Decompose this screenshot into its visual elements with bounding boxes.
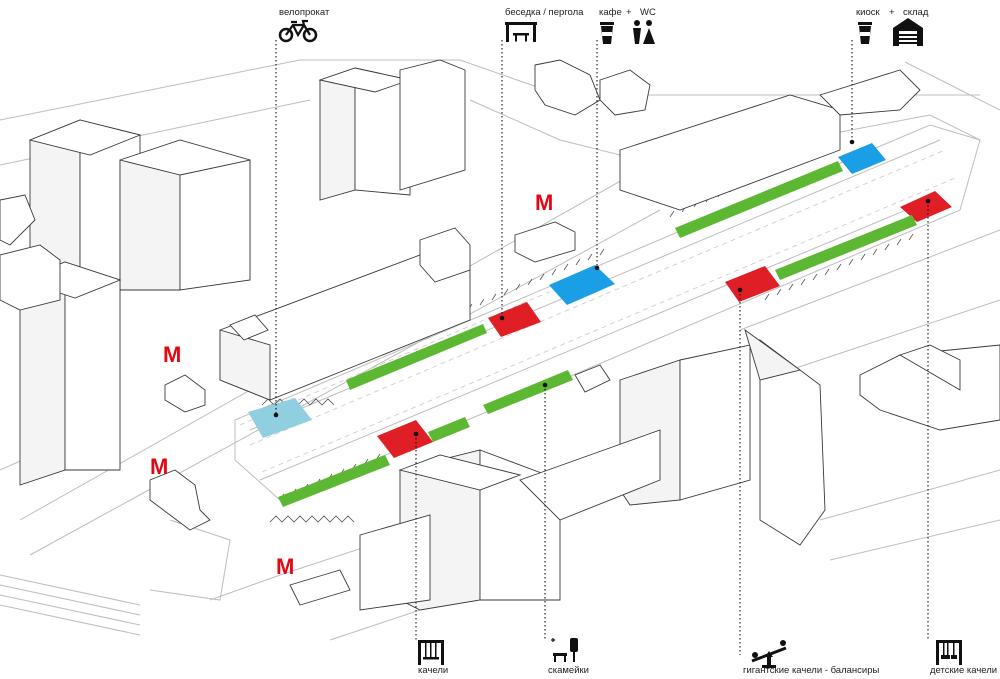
bottom-legend: качели скамейки гигантские качели - бала… bbox=[418, 638, 997, 676]
program-zones bbox=[248, 143, 952, 507]
swing-icon bbox=[418, 640, 444, 665]
cafe-pad bbox=[549, 265, 615, 305]
storage-label: склад bbox=[903, 7, 929, 18]
bench-icon bbox=[551, 638, 578, 662]
kids-swing-icon bbox=[936, 640, 962, 665]
bench-strip bbox=[775, 215, 917, 280]
swing-pad bbox=[377, 420, 433, 458]
toilet-icon bbox=[633, 20, 655, 44]
bench-strip bbox=[428, 417, 470, 442]
swing-pad bbox=[488, 302, 541, 337]
buildings bbox=[0, 59, 1000, 611]
pavilion-label: беседка / пергола bbox=[505, 7, 584, 18]
benches-label: скамейки bbox=[548, 665, 589, 676]
pavilion-icon bbox=[505, 22, 537, 42]
plus-sign: + bbox=[889, 7, 895, 18]
wc-label: WC bbox=[640, 7, 656, 18]
top-legend: велопрокат беседка / пергола кафе + WC bbox=[278, 7, 929, 46]
bike-rental-label: велопрокат bbox=[279, 7, 330, 18]
bench-strip bbox=[675, 161, 843, 238]
kiosk-pad bbox=[838, 143, 886, 174]
bench-strip bbox=[278, 455, 390, 507]
bicycle-icon bbox=[278, 19, 318, 43]
cafe-label: кафе bbox=[599, 7, 622, 18]
kiosk-cup-icon bbox=[858, 22, 872, 44]
metro-icon: M bbox=[150, 454, 168, 479]
metro-icon: M bbox=[535, 190, 553, 215]
plus-sign: + bbox=[626, 7, 632, 18]
giant-swings-label: гигантские качели - балансиры bbox=[743, 665, 880, 676]
bike-rental-pad bbox=[248, 398, 312, 438]
metro-markers: M M M M bbox=[150, 190, 553, 579]
swing-pad bbox=[725, 266, 780, 302]
kids-swings-label: детские качели bbox=[930, 665, 997, 676]
swing-pad bbox=[900, 191, 952, 222]
leader-lines bbox=[273, 40, 931, 655]
swings-label: качели bbox=[418, 665, 448, 676]
metro-icon: M bbox=[163, 342, 181, 367]
bench-strip bbox=[346, 324, 487, 390]
seesaw-icon bbox=[751, 640, 787, 668]
coffee-cup-icon bbox=[600, 22, 614, 44]
warehouse-icon bbox=[893, 18, 923, 46]
bench-strip bbox=[483, 370, 573, 414]
kiosk-label: киоск bbox=[856, 7, 880, 18]
metro-icon: M bbox=[276, 554, 294, 579]
